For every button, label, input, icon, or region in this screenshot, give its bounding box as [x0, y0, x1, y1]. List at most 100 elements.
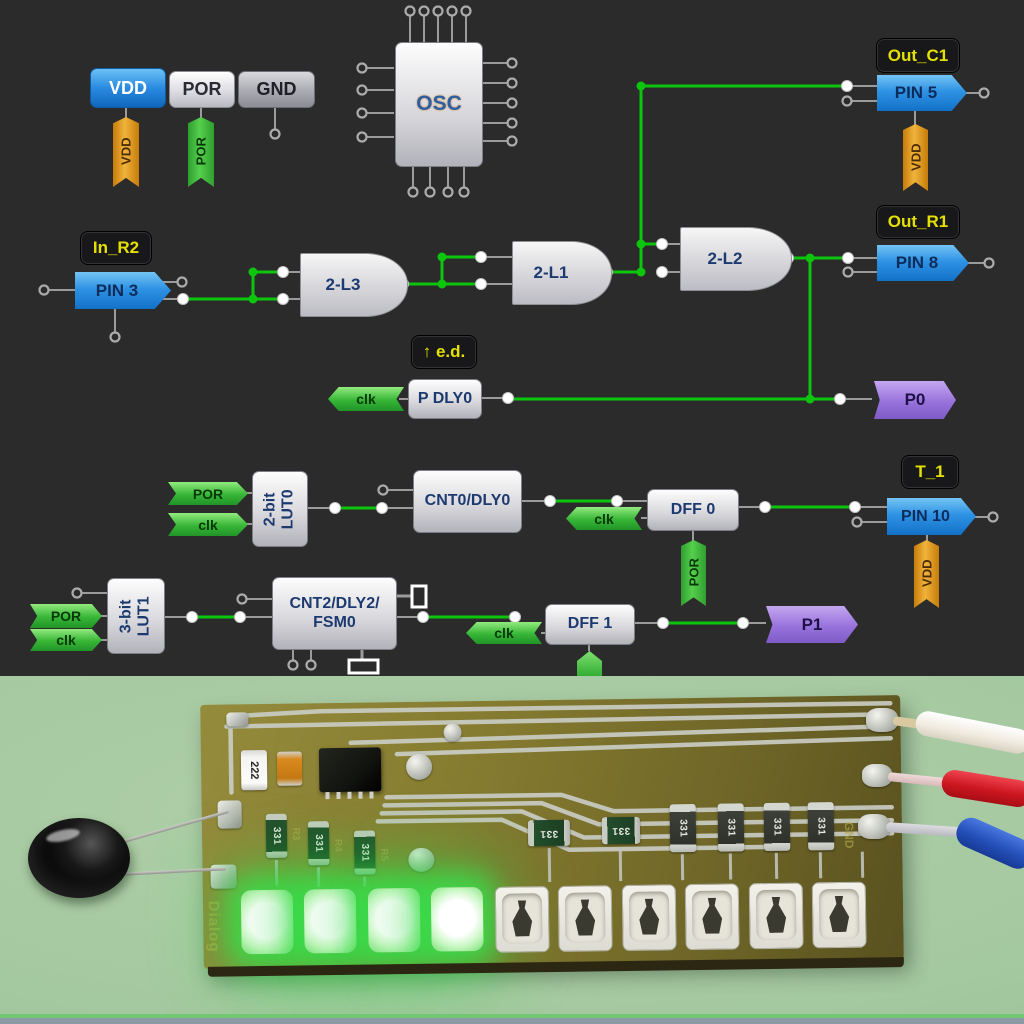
tag-out-r1-label: Out_R1 [887, 212, 949, 231]
p1-flag-label: P1 [801, 614, 823, 634]
resistor-331-r4: 331 [307, 821, 330, 866]
power-vdd-label: VDD [108, 77, 147, 98]
por-flag-dff0[interactable]: POR [681, 540, 706, 606]
power-block-vdd[interactable]: VDD [90, 68, 166, 108]
led-10-off [811, 881, 867, 949]
por-flag-rail-label: POR [193, 137, 209, 166]
p0-flag-label: P0 [904, 390, 926, 409]
pdly0-block[interactable]: P DLY0 [408, 379, 482, 419]
ic-chip [318, 747, 382, 793]
clk-flag-lut0[interactable]: clk [168, 513, 248, 536]
lut0-line2: LUT0 [280, 489, 297, 529]
pcb-photo: 222 331 331 331 R3 R4 R5 331 331 331 331… [0, 676, 1024, 1024]
clk-flag-dff1-label: clk [494, 625, 514, 641]
tag-out-r1[interactable]: Out_R1 [876, 205, 960, 239]
tag-edge-detect[interactable]: ↑ e.d. [411, 335, 477, 369]
tag-in-r2[interactable]: In_R2 [80, 231, 152, 265]
led-6-off [557, 885, 613, 952]
dff0-block[interactable]: DFF 0 [647, 489, 739, 531]
led-1-lit [240, 889, 294, 955]
resistor-331: 331 [669, 803, 697, 853]
power-block-gnd[interactable]: GND [238, 71, 315, 108]
led-7-off [621, 884, 677, 952]
resistor-331-label: 331 [611, 824, 631, 837]
lut1-line1: 3-bit [117, 599, 135, 633]
clk-flag-dff0[interactable]: clk [566, 507, 642, 530]
tag-out-c1-label: Out_C1 [887, 45, 949, 65]
clk-flag-lut1-label: clk [56, 632, 76, 648]
tag-out-c1[interactable]: Out_C1 [876, 38, 960, 73]
gate-2l2[interactable]: 2-L2 [680, 227, 792, 291]
pcb-board: 222 331 331 331 R3 R4 R5 331 331 331 331… [200, 695, 904, 969]
osc-block[interactable]: OSC [395, 42, 483, 167]
solder-pad [226, 712, 249, 727]
led-8-off [684, 883, 740, 951]
resistor-331: 331 [763, 802, 791, 852]
pin10-label: PIN 10 [901, 507, 950, 525]
pin5-label: PIN 5 [894, 83, 938, 102]
dff1-label: DFF 1 [567, 615, 613, 633]
resistor-331-label: 331 [771, 817, 783, 837]
vdd-flag-rail[interactable]: VDD [113, 117, 139, 187]
led-9-off [748, 882, 804, 950]
gate-2l1[interactable]: 2-L1 [512, 241, 612, 305]
pin3-block[interactable]: PIN 3 [75, 272, 171, 309]
resistor-222-label: 222 [247, 760, 261, 780]
pin8-block[interactable]: PIN 8 [877, 245, 969, 281]
power-gnd-label: GND [256, 79, 297, 99]
silkscreen-r4: R4 [332, 838, 344, 852]
led-5-off [494, 886, 550, 953]
led-2-lit [303, 888, 357, 954]
ic-pins [325, 791, 376, 800]
resistor-331-label: 331 [270, 826, 283, 846]
cnt2-line2: FSM0 [313, 613, 356, 631]
gate-2l3-label: 2-L3 [325, 275, 361, 294]
led-3-lit [367, 887, 421, 953]
por-flag-lut1[interactable]: POR [30, 604, 102, 628]
red-wire [939, 768, 1024, 809]
tag-t1[interactable]: T_1 [901, 455, 959, 489]
vdd-flag-pin5[interactable]: VDD [903, 124, 928, 191]
thermistor [28, 818, 130, 898]
dff1-block[interactable]: DFF 1 [545, 604, 635, 645]
clk-flag-pdly0[interactable]: clk [328, 387, 404, 411]
gate-2l2-label: 2-L2 [707, 249, 743, 268]
capacitor-orange [276, 751, 303, 786]
vdd-flag-pin10-label: VDD [919, 559, 934, 587]
clk-flag-dff1[interactable]: clk [466, 622, 542, 644]
cnt0-block[interactable]: CNT0/DLY0 [413, 470, 522, 533]
silkscreen-r5: R5 [378, 848, 390, 862]
clk-flag-pdly0-label: clk [356, 391, 376, 407]
photo-bottom-gray-strip [0, 1018, 1024, 1024]
resistor-331-label: 331 [313, 834, 325, 853]
pdly0-label: P DLY0 [417, 389, 473, 407]
thermistor-highlight [45, 826, 81, 845]
por-flag-dff0-label: POR [686, 558, 701, 587]
gate-2l1-label: 2-L1 [533, 263, 569, 282]
clk-flag-lut0-label: clk [198, 516, 218, 533]
clk-flag-dff0-label: clk [594, 510, 614, 527]
power-block-por[interactable]: POR [169, 71, 235, 108]
lut1-line2: LUT1 [136, 596, 153, 636]
resistor-331-label: 331 [725, 818, 737, 837]
cnt2-block[interactable]: CNT2/DLY2/ FSM0 [272, 577, 397, 650]
p0-flag[interactable]: P0 [874, 381, 956, 419]
tag-t1-label: T_1 [915, 462, 945, 481]
power-por-label: POR [182, 79, 222, 99]
clk-flag-lut1[interactable]: clk [30, 629, 102, 651]
cnt0-label: CNT0/DLY0 [424, 492, 511, 510]
por-flag-rail[interactable]: POR [188, 117, 214, 187]
pin10-block[interactable]: PIN 10 [887, 498, 976, 535]
resistor-331: 331 [601, 816, 641, 845]
pcb-brand-dialog: Dialog [204, 900, 223, 953]
schematic-canvas[interactable]: VDD POR GND VDD POR OSC Out_C1 In_R2 Out… [0, 0, 1024, 676]
tag-edge-detect-label: ↑ e.d. [422, 342, 466, 361]
por-flag-lut0[interactable]: POR [168, 482, 248, 505]
vdd-flag-rail-label: VDD [118, 137, 134, 165]
vdd-flag-pin10[interactable]: VDD [914, 540, 939, 608]
gate-2l3[interactable]: 2-L3 [300, 253, 408, 317]
pin5-block[interactable]: PIN 5 [877, 75, 967, 111]
p1-flag[interactable]: P1 [766, 606, 858, 643]
